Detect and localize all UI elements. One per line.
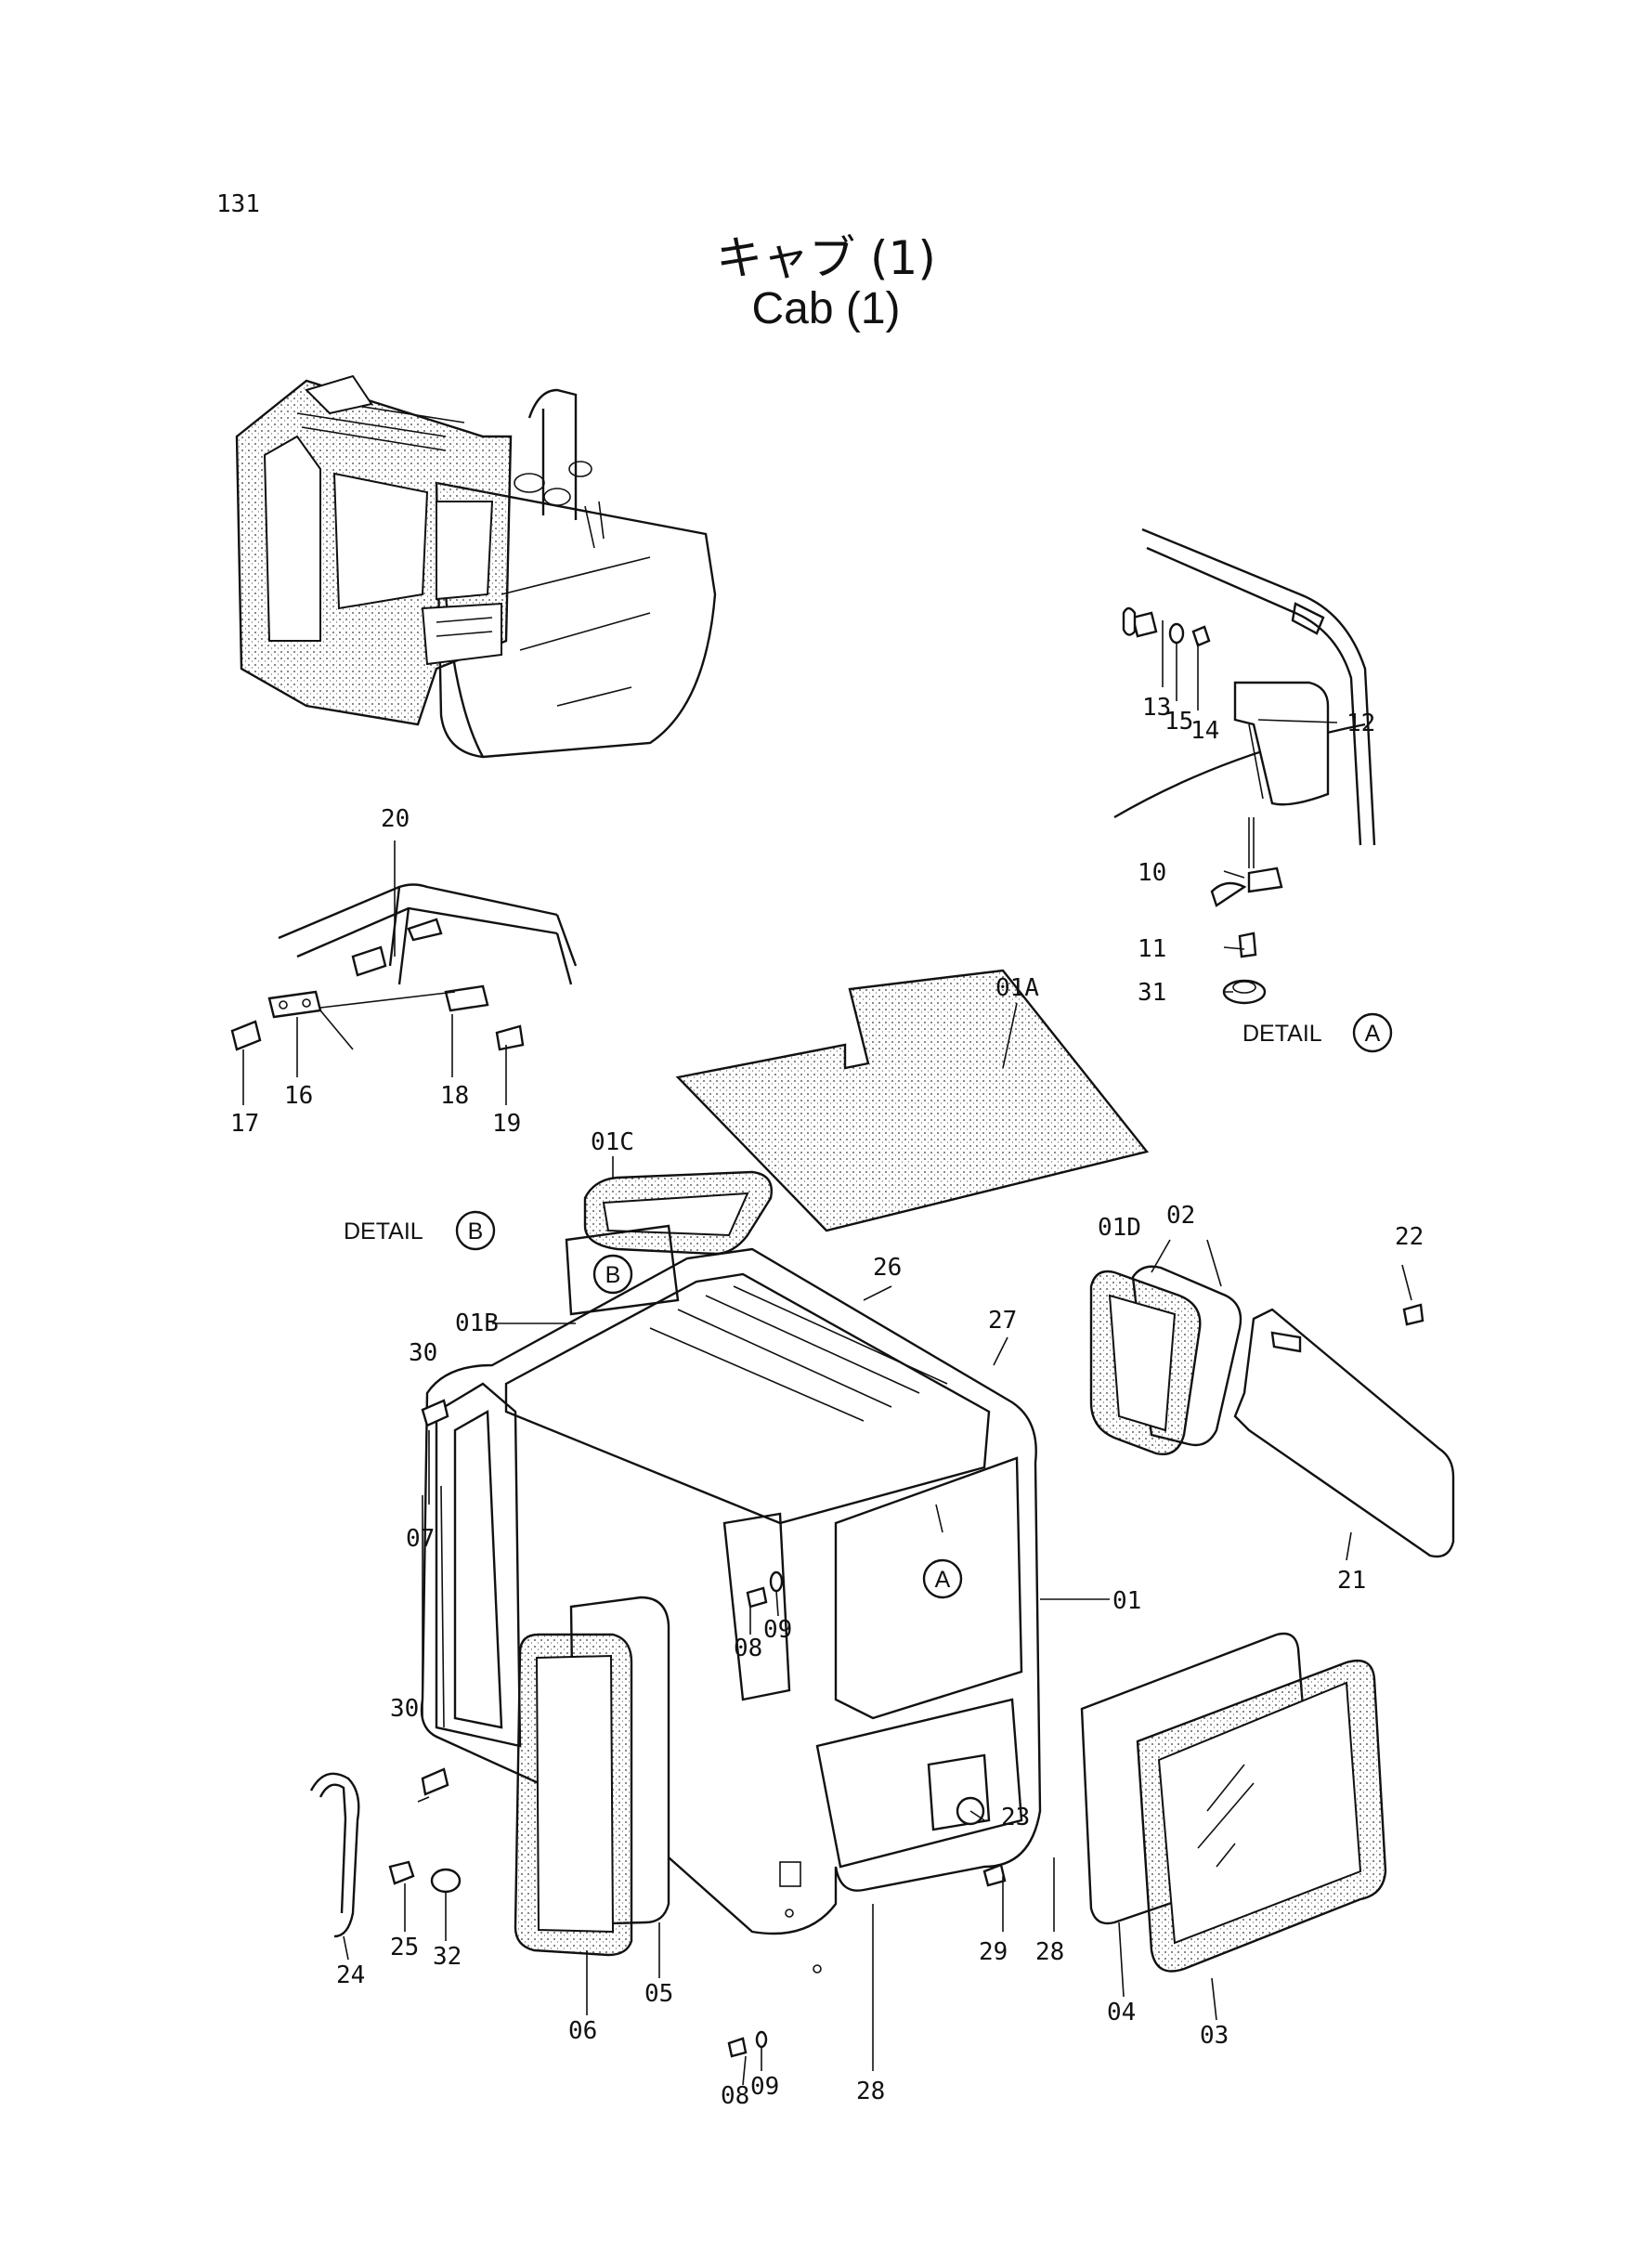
svg-text:B: B <box>605 1262 621 1288</box>
detail-a-label: DETAIL <box>1242 1021 1322 1047</box>
part-24: 24 <box>336 1961 365 1989</box>
part-21: 21 <box>1337 1567 1366 1595</box>
svg-text:A: A <box>1365 1021 1381 1047</box>
part-08-upper: 08 <box>734 1635 762 1662</box>
part-06: 06 <box>568 2017 597 2045</box>
part-09-lower: 09 <box>750 2073 779 2101</box>
detail-b-label: DETAIL <box>344 1218 423 1244</box>
callout-b-on-cab: B <box>592 1254 633 1295</box>
part-01A: 01A <box>995 974 1039 1002</box>
part-28-right: 28 <box>1035 1938 1064 1966</box>
part-30-lower: 30 <box>390 1695 419 1723</box>
detail-a-illustration <box>1113 528 1376 1005</box>
leader-lines <box>242 620 1412 2086</box>
title-english: Cab (1) <box>751 284 901 333</box>
part-14: 14 <box>1190 717 1219 745</box>
part-labels: 13 15 14 12 10 11 31 20 17 16 18 19 01A … <box>230 694 1424 2110</box>
cab-body-illustration <box>309 969 1455 2058</box>
callout-a-on-cab: A <box>922 1558 963 1599</box>
part-18: 18 <box>440 1082 469 1110</box>
part-11: 11 <box>1138 935 1166 963</box>
part-07: 07 <box>406 1525 435 1553</box>
part-08-lower: 08 <box>721 2082 749 2110</box>
part-12: 12 <box>1346 710 1375 737</box>
part-28-lower: 28 <box>856 2078 885 2105</box>
part-20: 20 <box>381 805 410 833</box>
part-09-upper: 09 <box>763 1616 792 1644</box>
part-26: 26 <box>873 1254 902 1282</box>
part-02: 02 <box>1166 1202 1195 1230</box>
detail-b-illustration <box>230 883 578 1051</box>
machine-overview-illustration <box>235 374 717 759</box>
callout-b-detail: B <box>455 1210 496 1251</box>
part-25: 25 <box>390 1934 419 1961</box>
part-27: 27 <box>988 1307 1017 1335</box>
part-01B: 01B <box>455 1309 499 1337</box>
part-19: 19 <box>492 1110 521 1138</box>
svg-text:B: B <box>468 1218 484 1244</box>
part-23: 23 <box>1001 1804 1030 1831</box>
part-01: 01 <box>1112 1587 1141 1615</box>
part-16: 16 <box>284 1082 313 1110</box>
part-22: 22 <box>1395 1223 1424 1251</box>
part-04: 04 <box>1107 1999 1136 2026</box>
part-29: 29 <box>979 1938 1008 1966</box>
part-31: 31 <box>1138 979 1166 1007</box>
title-japanese: キャブ (1) <box>716 231 936 285</box>
part-01D: 01D <box>1098 1214 1141 1242</box>
part-03: 03 <box>1200 2022 1229 2050</box>
part-32: 32 <box>433 1943 462 1971</box>
part-17: 17 <box>230 1110 259 1138</box>
part-01C: 01C <box>591 1128 634 1156</box>
part-15: 15 <box>1164 708 1193 736</box>
callout-a-detail: A <box>1352 1012 1393 1053</box>
part-05: 05 <box>644 1980 673 2008</box>
part-10: 10 <box>1138 859 1166 887</box>
part-13: 13 <box>1142 694 1171 722</box>
svg-text:A: A <box>935 1567 951 1593</box>
page-number: 131 <box>216 190 260 218</box>
part-30-upper: 30 <box>409 1339 437 1367</box>
